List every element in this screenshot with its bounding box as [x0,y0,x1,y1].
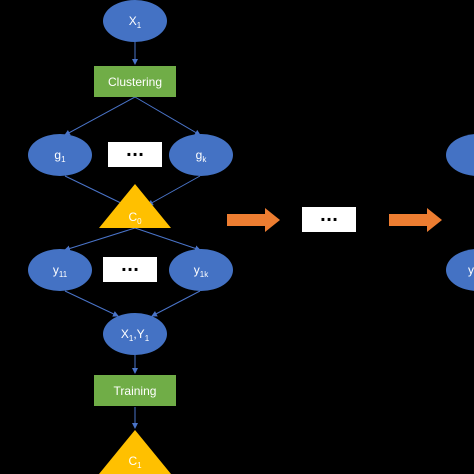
svg-text:C1: C1 [128,454,142,470]
svg-text:···: ··· [126,145,144,164]
svg-text:g1: g1 [54,148,66,164]
svg-text:···: ··· [121,260,139,279]
svg-text:Clustering: Clustering [108,75,162,89]
node-c1: C1 [99,430,171,474]
svg-text:X1,Y1: X1,Y1 [121,327,150,343]
node-gk: gk [169,134,233,176]
ellipsis-box-g: ··· [108,142,162,167]
edge-c0-y1k [134,227,201,252]
svg-text:C0: C0 [128,210,142,226]
svg-text:···: ··· [320,210,338,229]
svg-text:y1k: y1k [194,263,209,279]
edge-c0-y11 [64,227,136,252]
orange-arrow-right [389,208,442,232]
svg-text:Training: Training [114,384,157,398]
node-x1: X1 [103,0,167,42]
ellipsis-box-middle: ··· [302,207,356,232]
node-right-y-partial: y [446,249,474,291]
edge-clustering-g1 [64,96,136,136]
svg-text:y: y [468,263,474,277]
ellipsis-box-y: ··· [103,257,157,282]
edge-clustering-gk [134,96,201,136]
node-clustering: Clustering [94,66,176,97]
node-c0: C0 [99,184,171,228]
orange-arrow-left [227,208,280,232]
node-y11: y11 [28,249,92,291]
connectors [64,42,201,429]
edge-g1-c0 [64,175,126,206]
edge-gk-c0 [147,175,201,206]
node-training: Training [94,375,176,406]
node-x1-y1: X1,Y1 [103,313,167,355]
node-right-g-partial [446,134,474,176]
svg-text:y11: y11 [53,263,68,279]
node-y1k: y1k [169,249,233,291]
svg-text:X1: X1 [129,14,142,30]
svg-text:gk: gk [196,148,208,164]
edge-y1k-xy [151,290,201,317]
node-g1: g1 [28,134,92,176]
edge-y11-xy [64,290,119,317]
